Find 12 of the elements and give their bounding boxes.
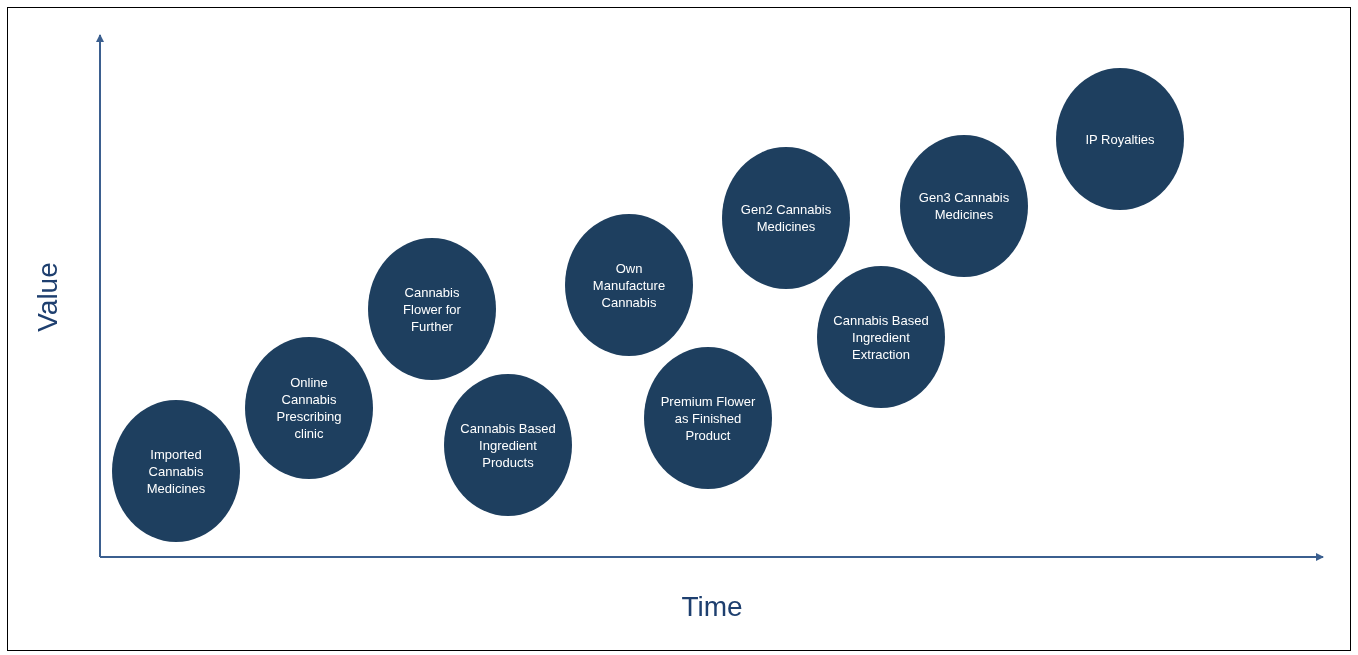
node-label: Cannabis Based Ingredient Products bbox=[460, 419, 556, 471]
node-label: Cannabis Based Ingredient Extraction bbox=[833, 311, 929, 363]
axis-label: Time bbox=[680, 590, 744, 624]
node-label: IP Royalties bbox=[1085, 130, 1155, 148]
node-label: Imported Cannabis Medicines bbox=[145, 445, 207, 497]
node-label: Gen3 Cannabis Medicines bbox=[917, 189, 1011, 223]
node-label: Own Manufacture Cannabis bbox=[591, 259, 667, 311]
node-label: Premium Flower as Finished Product bbox=[660, 392, 756, 444]
node-label: Gen2 Cannabis Medicines bbox=[739, 201, 833, 235]
node-label: Cannabis Flower for Further bbox=[402, 283, 462, 335]
axis-label: Value bbox=[31, 261, 64, 334]
node-label: Online Cannabis Prescribing clinic bbox=[275, 374, 343, 442]
